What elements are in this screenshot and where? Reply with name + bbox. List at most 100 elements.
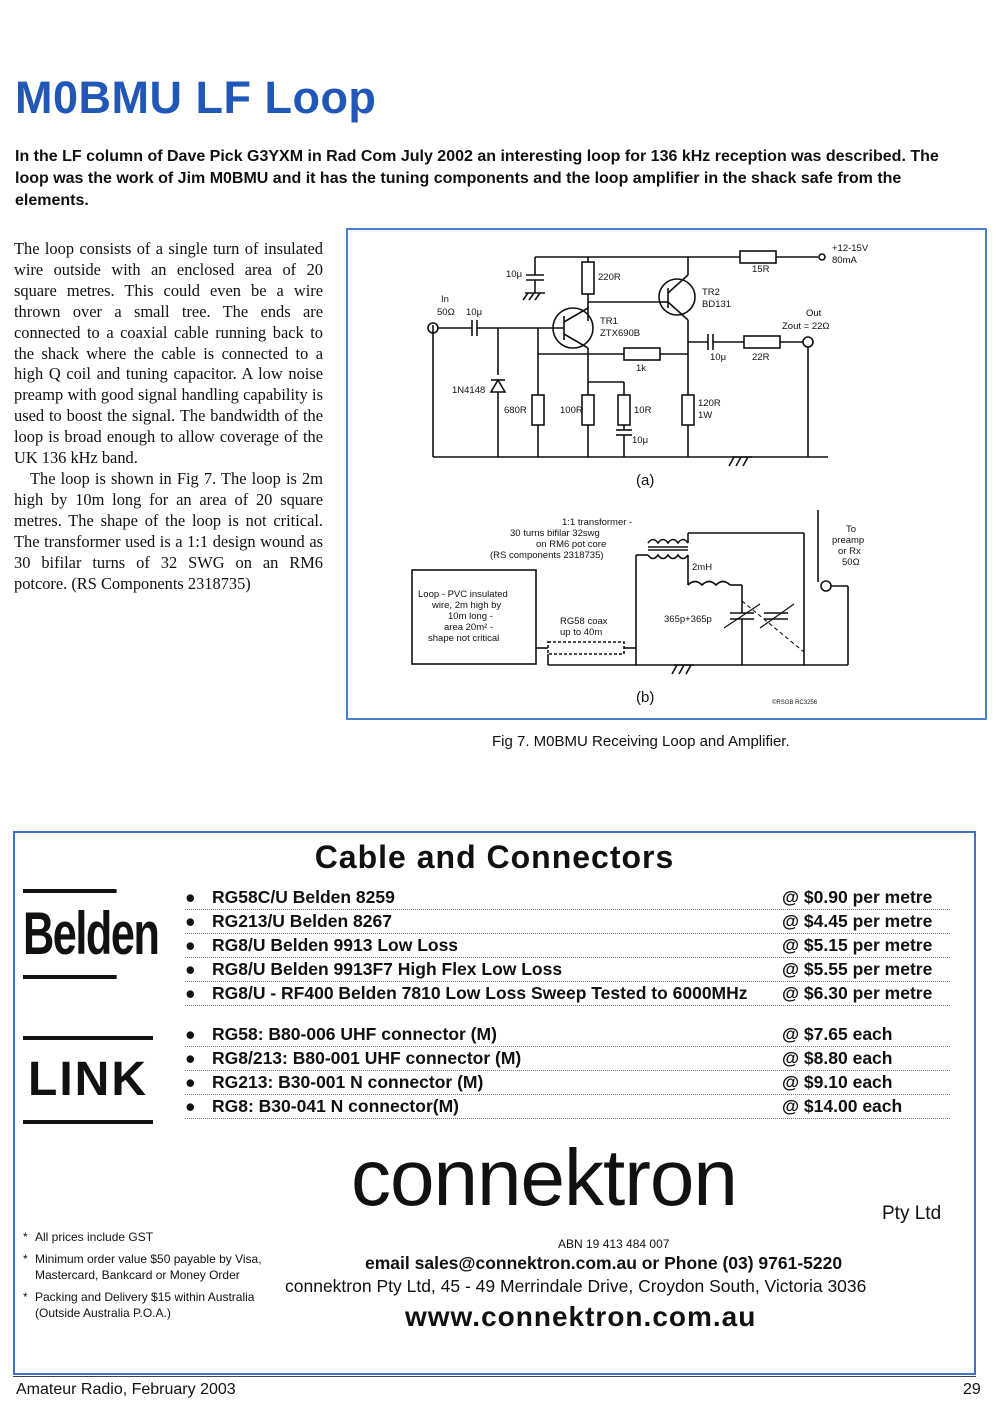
input-label: In bbox=[441, 294, 449, 305]
bullet: ● bbox=[185, 1072, 196, 1092]
connektron-logo: connektron bbox=[351, 1133, 738, 1222]
footer-rule bbox=[13, 1376, 976, 1377]
ad-notes: *All prices include GST *Minimum order v… bbox=[23, 1229, 263, 1327]
tr1-label: TR1 bbox=[600, 316, 618, 327]
belden-logo: Belden bbox=[23, 889, 160, 979]
product-price: @ $6.30 per metre bbox=[782, 983, 933, 1003]
product-name: RG213/U Belden 8267 bbox=[212, 911, 392, 931]
article-body: The loop consists of a single turn of in… bbox=[14, 239, 323, 594]
r1k-label: 1k bbox=[636, 363, 646, 374]
product-name: RG8: B30-041 N connector(M) bbox=[212, 1096, 459, 1116]
product-name: RG8/U Belden 9913 Low Loss bbox=[212, 935, 459, 955]
product-name: RG8/213: B80-001 UHF connector (M) bbox=[212, 1048, 522, 1068]
product-name: RG8/U Belden 9913F7 High Flex Low Loss bbox=[212, 959, 563, 979]
r120-watt-label: 1W bbox=[698, 410, 712, 421]
figure-7: +12-15V 80mA 15R 220R 10μ TR2 BD131 In 5… bbox=[346, 228, 987, 720]
coax-label-2: up to 40m bbox=[560, 627, 602, 638]
product-name: RG8/U - RF400 Belden 7810 Low Loss Sweep… bbox=[212, 983, 748, 1003]
list-item: ● RG8/U Belden 9913F7 High Flex Low Loss @… bbox=[185, 958, 950, 982]
note-text: Packing and Delivery $15 within Australi… bbox=[35, 1290, 255, 1320]
product-price: @ $4.45 per metre bbox=[782, 911, 933, 931]
c10-emitter-label: 10μ bbox=[632, 435, 648, 446]
r680-label: 680R bbox=[504, 405, 527, 416]
r10-label: 10R bbox=[634, 405, 652, 416]
transformer-label-2: 30 turns bifilar 32swg bbox=[510, 528, 600, 539]
supply-label: +12-15V bbox=[832, 243, 869, 254]
c10-out-label: 10μ bbox=[710, 352, 726, 363]
inductor-label: 2mH bbox=[692, 562, 712, 573]
cable-price-list: ● RG58C/U Belden 8259 @ $0.90 per metre ● R… bbox=[185, 886, 950, 1006]
list-item: ● RG213: B30-001 N connector (M) @ $9.10 e… bbox=[185, 1071, 950, 1095]
product-price: @ $5.55 per metre bbox=[782, 959, 933, 979]
bullet: ● bbox=[185, 1096, 196, 1116]
contact-line[interactable]: email sales@connektron.com.au or Phone (… bbox=[365, 1253, 843, 1273]
to-label-4: 50Ω bbox=[842, 557, 860, 568]
note-item: * Packing and Delivery $15 within Austral… bbox=[23, 1289, 263, 1321]
product-name: RG213: B30-001 N connector (M) bbox=[212, 1072, 484, 1092]
tr2-label: TR2 bbox=[702, 287, 720, 298]
paragraph: The loop consists of a single turn of in… bbox=[14, 239, 323, 468]
loop-label-2: wire, 2m high by bbox=[431, 600, 501, 611]
website-link[interactable]: www.connektron.com.au bbox=[405, 1301, 757, 1332]
diagram-b-label: (b) bbox=[636, 689, 654, 706]
list-item: ●RG8: B30-041 N connector(M)@ $14.00 eac… bbox=[185, 1095, 950, 1119]
to-label-2: preamp bbox=[832, 535, 864, 546]
output-label: Out bbox=[806, 308, 822, 319]
list-item: ●RG8/213: B80-001 UHF connector (M)@ $8.… bbox=[185, 1047, 950, 1071]
c10-in-label: 10μ bbox=[466, 307, 482, 318]
list-item: ● RG8/U - RF400 Belden 7810 Low Loss Swee… bbox=[185, 982, 950, 1006]
to-label-1: To bbox=[846, 524, 856, 535]
bullet: ● bbox=[185, 911, 196, 931]
list-item: ●RG58C/U Belden 8259@ $0.90 per metre bbox=[185, 886, 950, 910]
loop-label-3: 10m long - bbox=[448, 611, 493, 622]
publication-footer: Amateur Radio, February 2003 bbox=[16, 1381, 236, 1398]
note-item: *All prices include GST bbox=[23, 1229, 263, 1245]
credit-label: ©RSGB RC3256 bbox=[772, 699, 818, 706]
loop-label-1: Loop - PVC insulated bbox=[418, 589, 508, 600]
bullet: ● bbox=[185, 959, 196, 979]
transformer-label-1: 1:1 transformer - bbox=[562, 517, 632, 528]
bullet: ● bbox=[185, 1024, 196, 1044]
loop-label-4: area 20m² - bbox=[444, 622, 493, 633]
article-intro: In the LF column of Dave Pick G3YXM in R… bbox=[15, 148, 939, 209]
note-marker: * bbox=[23, 1252, 28, 1266]
circuit-diagram: +12-15V 80mA 15R 220R 10μ TR2 BD131 In 5… bbox=[411, 243, 869, 706]
note-marker: * bbox=[23, 1290, 28, 1304]
zout-label: Zout = 22Ω bbox=[782, 321, 830, 332]
abn: ABN 19 413 484 007 bbox=[558, 1237, 670, 1251]
product-price: @ $5.15 per metre bbox=[782, 935, 933, 955]
note-text: All prices include GST bbox=[35, 1230, 154, 1244]
r220-label: 220R bbox=[598, 272, 621, 283]
product-price: @ $0.90 per metre bbox=[782, 887, 933, 907]
product-name: RG58C/U Belden 8259 bbox=[212, 887, 395, 907]
bullet: ● bbox=[185, 935, 196, 955]
capacitor-label: 365p+365p bbox=[664, 614, 712, 625]
list-item: ● RG213/U Belden 8267 @ $4.45 per metre bbox=[185, 910, 950, 934]
note-text: Minimum order value $50 payable by Visa,… bbox=[35, 1252, 262, 1282]
coax-label-1: RG58 coax bbox=[560, 616, 608, 627]
ad-title: Cable and Connectors bbox=[314, 839, 675, 875]
tr2-type-label: BD131 bbox=[702, 299, 731, 310]
r15-label: 15R bbox=[752, 264, 770, 275]
to-label-3: or Rx bbox=[838, 546, 861, 557]
supply-current-label: 80mA bbox=[832, 255, 857, 266]
list-item: ● RG8/U Belden 9913 Low Loss @ $5.15 per m… bbox=[185, 934, 950, 958]
advertisement: Cable and Connectors Belden LINK ● RG58C/… bbox=[13, 831, 976, 1375]
r22-label: 22R bbox=[752, 352, 770, 363]
connector-price-list: ●RG58: B80-006 UHF connector (M)@ $7.65 … bbox=[185, 1023, 950, 1119]
paragraph: The loop is shown in Fig 7. The loop is … bbox=[14, 468, 323, 593]
diagram-a-label: (a) bbox=[636, 472, 654, 489]
input-impedance-label: 50Ω bbox=[437, 307, 455, 318]
list-item: ●RG58: B80-006 UHF connector (M)@ $7.65 … bbox=[185, 1023, 950, 1047]
product-price: @ $8.80 each bbox=[782, 1048, 893, 1068]
product-price: @ $7.65 each bbox=[782, 1024, 893, 1044]
address: connektron Pty Ltd, 45 - 49 Merrindale D… bbox=[285, 1276, 867, 1296]
transformer-label-4: (RS components 2318735) bbox=[490, 550, 604, 561]
transformer-label-3: on RM6 pot core bbox=[536, 539, 606, 550]
r100-label: 100R bbox=[560, 405, 583, 416]
product-price: @ $9.10 each bbox=[782, 1072, 893, 1092]
article-title: M0BMU LF Loop bbox=[15, 72, 377, 123]
bullet: ● bbox=[185, 983, 196, 1003]
link-logo: LINK bbox=[23, 1036, 153, 1124]
figure-caption: Fig 7. M0BMU Receiving Loop and Amplifie… bbox=[492, 733, 790, 750]
